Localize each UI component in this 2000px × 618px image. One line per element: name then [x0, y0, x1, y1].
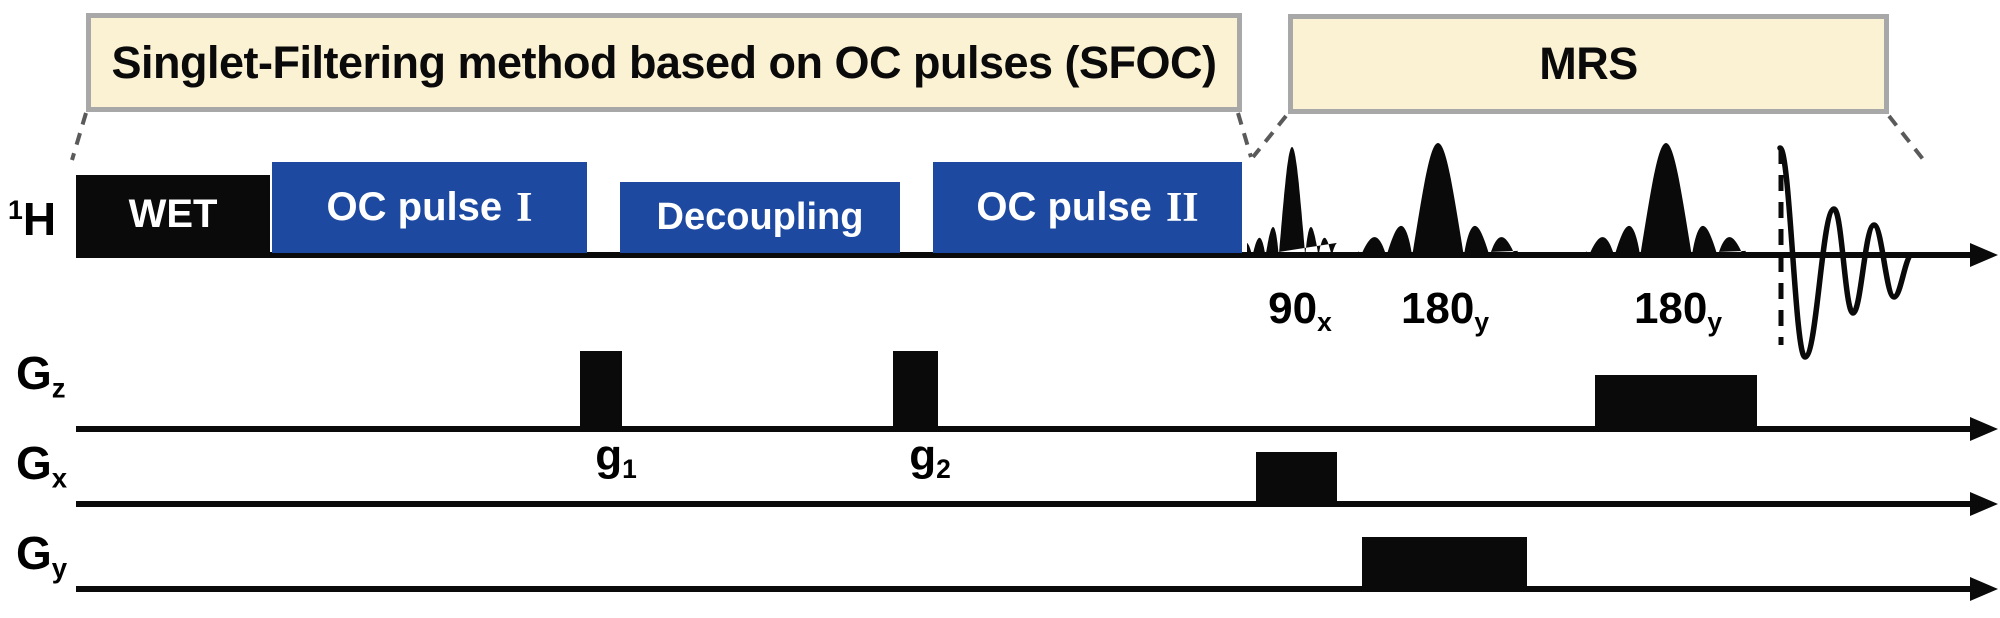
gz-rephase-gradient	[1595, 375, 1757, 428]
oc-pulse-2-label: OC pulse	[976, 185, 1152, 229]
pulse-label-180y-2: 180y	[1623, 284, 1733, 337]
gradient-label-g1: g1	[576, 431, 656, 484]
channel-label-gx: Gx	[16, 440, 67, 492]
oc-pulse-1-label: OC pulse	[326, 185, 503, 229]
sfoc-connector-left-dashed	[70, 112, 88, 161]
pulse-label-90x: 90x	[1245, 284, 1355, 337]
mrs-connector-left-dashed	[1251, 114, 1288, 159]
g2-subscript: 2	[936, 453, 951, 484]
pulse-90-main: 90	[1268, 284, 1318, 333]
h1-timeline-arrowhead	[1970, 243, 1998, 267]
channel-gy-main: G	[16, 527, 52, 579]
g1-main: g	[595, 431, 623, 480]
pulse-180-2-main: 180	[1633, 284, 1708, 333]
gy-gradient-pulse	[1362, 537, 1527, 588]
oc-pulse-2-numeral: II	[1165, 184, 1199, 231]
gx-timeline-arrowhead	[1970, 492, 1998, 516]
oc-pulse-2-block: OC pulse II	[933, 162, 1242, 253]
channel-gz-main: G	[16, 347, 52, 399]
sfoc-header-label: Singlet-Filtering method based on OC pul…	[111, 36, 1217, 88]
gz-timeline-arrowhead	[1970, 417, 1998, 441]
gradient-pulse-g1	[580, 351, 622, 427]
wet-block-label: WET	[128, 191, 218, 236]
sfoc-connector-right-dashed	[1236, 112, 1253, 158]
decoupling-block-label: Decoupling	[656, 196, 864, 238]
gx-gradient-pulse	[1256, 452, 1337, 503]
oc-pulse-1-numeral: I	[516, 184, 533, 231]
h1-timeline	[76, 243, 1998, 267]
sfoc-header-box: Singlet-Filtering method based on OC pul…	[86, 13, 1242, 112]
gx-timeline	[76, 492, 1998, 516]
pulse-180-1-subscript: y	[1474, 306, 1490, 337]
channel-gx-main: G	[16, 437, 52, 489]
pulse-90-subscript: x	[1317, 306, 1332, 337]
gy-timeline-arrowhead	[1970, 577, 1998, 601]
channel-gz-subscript: z	[51, 372, 66, 404]
channel-label-gz: Gz	[16, 350, 66, 402]
mrs-header-box: MRS	[1288, 14, 1889, 114]
pulse-label-180y-1: 180y	[1390, 284, 1500, 337]
sinc-pulse-180y-1	[1358, 143, 1518, 257]
decoupling-block: Decoupling	[620, 182, 900, 253]
gy-timeline	[76, 577, 1998, 601]
channel-gx-subscript: x	[51, 462, 68, 494]
pulse-180-2-subscript: y	[1707, 306, 1723, 337]
gradient-pulse-g2	[893, 351, 938, 427]
gz-timeline	[76, 417, 1998, 441]
oc-pulse-1-block: OC pulse I	[272, 162, 587, 253]
channel-1h-main: H	[22, 193, 57, 245]
fid-signal	[1777, 145, 1915, 360]
pulse-180-1-main: 180	[1400, 284, 1475, 333]
mrs-header-label: MRS	[1539, 38, 1638, 89]
mrs-connector-right-dashed	[1887, 114, 1928, 165]
channel-gy-subscript: y	[51, 552, 68, 584]
wet-block: WET	[76, 175, 270, 253]
channel-label-gy: Gy	[16, 530, 67, 582]
channel-label-1h: 1H	[8, 196, 56, 242]
gradient-label-g2: g2	[890, 431, 970, 484]
channel-1h-superscript: 1	[8, 195, 23, 225]
g1-subscript: 1	[622, 453, 637, 484]
g2-main: g	[909, 431, 937, 480]
sinc-pulse-90x	[1247, 147, 1337, 257]
sinc-pulse-180y-2	[1586, 143, 1746, 257]
